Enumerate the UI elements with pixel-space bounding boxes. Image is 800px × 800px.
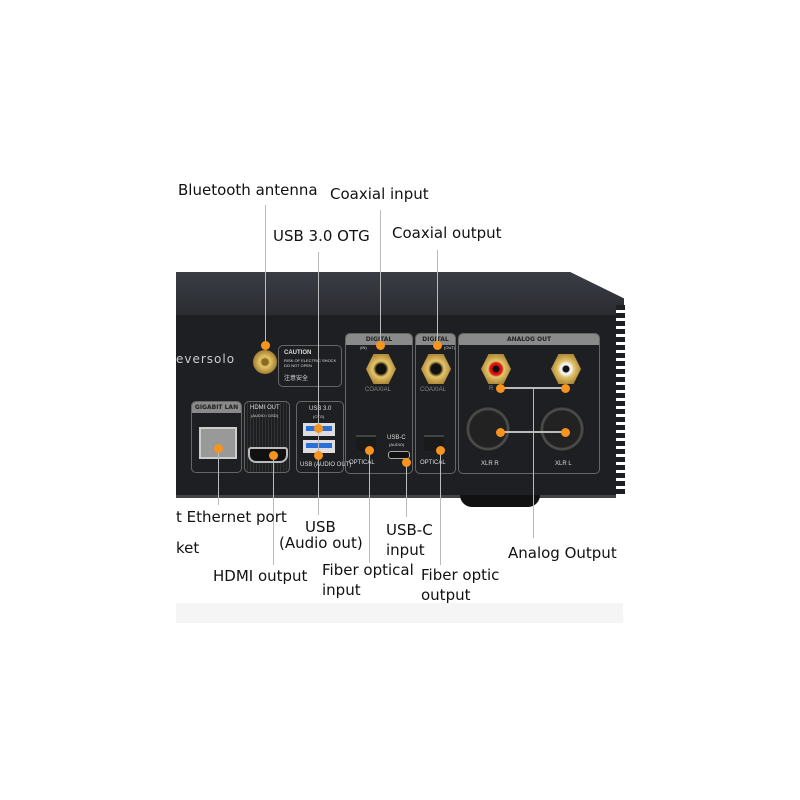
callout-dot: [561, 384, 570, 393]
gigabit-lan-section: GIGABIT LAN: [191, 401, 242, 473]
rca-r-label: R: [489, 386, 494, 392]
label-usb-audio-out: USB: [305, 518, 336, 536]
device-foot: [460, 495, 540, 507]
label-usb-audio-out-2: (Audio out): [279, 534, 363, 552]
usb-c-sublabel: (AUDIO): [389, 442, 405, 447]
caution-chinese: 注意安全: [284, 376, 309, 382]
callout-dot: [436, 446, 445, 455]
hdmi-subtitle: (AUDIO / DSD): [251, 413, 279, 418]
digital-in-subtitle: (IN): [360, 345, 367, 350]
callout-dot: [365, 446, 374, 455]
label-fiber-output: Fiber optic: [421, 566, 500, 584]
label-coaxial-input: Coaxial input: [330, 185, 429, 203]
xlr-l-label: XLR L: [555, 461, 572, 467]
callout-dot: [314, 451, 323, 460]
device-top-panel: [176, 272, 624, 316]
label-fiber-output-2: output: [421, 586, 471, 604]
coaxial-output-jack[interactable]: [421, 354, 451, 384]
usb-c-input-port[interactable]: [388, 451, 410, 459]
callout-dot: [433, 341, 442, 350]
callout-line: [500, 431, 565, 433]
label-fiber-input: Fiber optical: [322, 561, 414, 579]
label-usb-c: USB-C: [386, 521, 433, 539]
callout-line: [218, 448, 219, 505]
caution-title: CAUTION: [284, 350, 312, 356]
label-usb-c-2: input: [386, 541, 425, 559]
callout-dot: [261, 341, 270, 350]
coaxial-in-label: COAXIAL: [365, 387, 392, 393]
label-socket: ket: [176, 539, 200, 557]
label-fiber-input-2: input: [322, 581, 361, 599]
label-bluetooth-antenna: Bluetooth antenna: [178, 181, 318, 199]
callout-dot: [402, 458, 411, 467]
callout-dot: [496, 428, 505, 437]
usb-section: USB 3.0 (OTG) USB (AUDIO OUT): [296, 401, 351, 473]
digital-out-header: DIGITAL: [416, 334, 455, 345]
brand-logo: eversolo: [176, 352, 236, 366]
label-analog-output: Analog Output: [508, 544, 617, 562]
digital-in-header: DIGITAL: [346, 334, 412, 345]
callout-line: [437, 250, 438, 345]
hdmi-port[interactable]: [248, 447, 288, 463]
caution-subtitle: RISK OF ELECTRIC SHOCK DO NOT OPEN: [284, 358, 337, 368]
callout-line: [369, 450, 370, 563]
callout-line: [533, 388, 534, 538]
xlr-r-label: XLR R: [481, 461, 499, 467]
callout-line: [406, 462, 407, 517]
callout-line: [318, 252, 319, 515]
analog-out-section: ANALOG OUT R XLR R XLR L: [458, 333, 600, 474]
label-hdmi-output: HDMI output: [213, 567, 308, 585]
rca-right-jack[interactable]: [481, 354, 511, 384]
callout-line: [380, 210, 381, 345]
usb-c-label: USB-C: [387, 435, 406, 441]
bluetooth-antenna-connector: [253, 350, 277, 374]
optical-out-label: OPTICAL: [420, 460, 446, 466]
heatsink-fins: [616, 305, 625, 495]
usb3-title: USB 3.0: [309, 406, 332, 412]
callout-dot: [214, 444, 223, 453]
analog-out-header: ANALOG OUT: [459, 334, 599, 345]
lan-header: GIGABIT LAN: [192, 402, 241, 413]
bottom-band: [176, 603, 623, 623]
caution-label: CAUTION RISK OF ELECTRIC SHOCK DO NOT OP…: [278, 345, 342, 387]
hdmi-title: HDMI OUT: [250, 405, 280, 411]
label-coaxial-output: Coaxial output: [392, 224, 502, 242]
rca-left-jack[interactable]: [551, 354, 581, 384]
callout-dot: [269, 451, 278, 460]
usb-audio-out-label: USB (AUDIO OUT): [300, 462, 352, 468]
hdmi-section: HDMI OUT (AUDIO / DSD): [244, 401, 290, 473]
callout-dot: [561, 428, 570, 437]
digital-out-section: DIGITAL (OUT) COAXIAL OPTICAL: [415, 333, 456, 474]
callout-line: [265, 205, 266, 345]
callout-dot: [314, 424, 323, 433]
digital-out-subtitle: (OUT): [444, 345, 456, 350]
coaxial-out-label: COAXIAL: [420, 387, 447, 393]
label-ethernet-port: t Ethernet port: [176, 508, 287, 526]
label-usb-otg: USB 3.0 OTG: [273, 227, 370, 245]
callout-line: [273, 455, 274, 565]
callout-line: [440, 450, 441, 565]
callout-dot: [376, 341, 385, 350]
usb-audio-out-port[interactable]: [303, 440, 335, 453]
optical-in-label: OPTICAL: [349, 460, 375, 466]
coaxial-input-jack[interactable]: [366, 354, 396, 384]
callout-dot: [496, 384, 505, 393]
digital-in-section: DIGITAL (IN) COAXIAL OPTICAL USB-C (AUDI…: [345, 333, 413, 474]
callout-line: [500, 387, 565, 389]
